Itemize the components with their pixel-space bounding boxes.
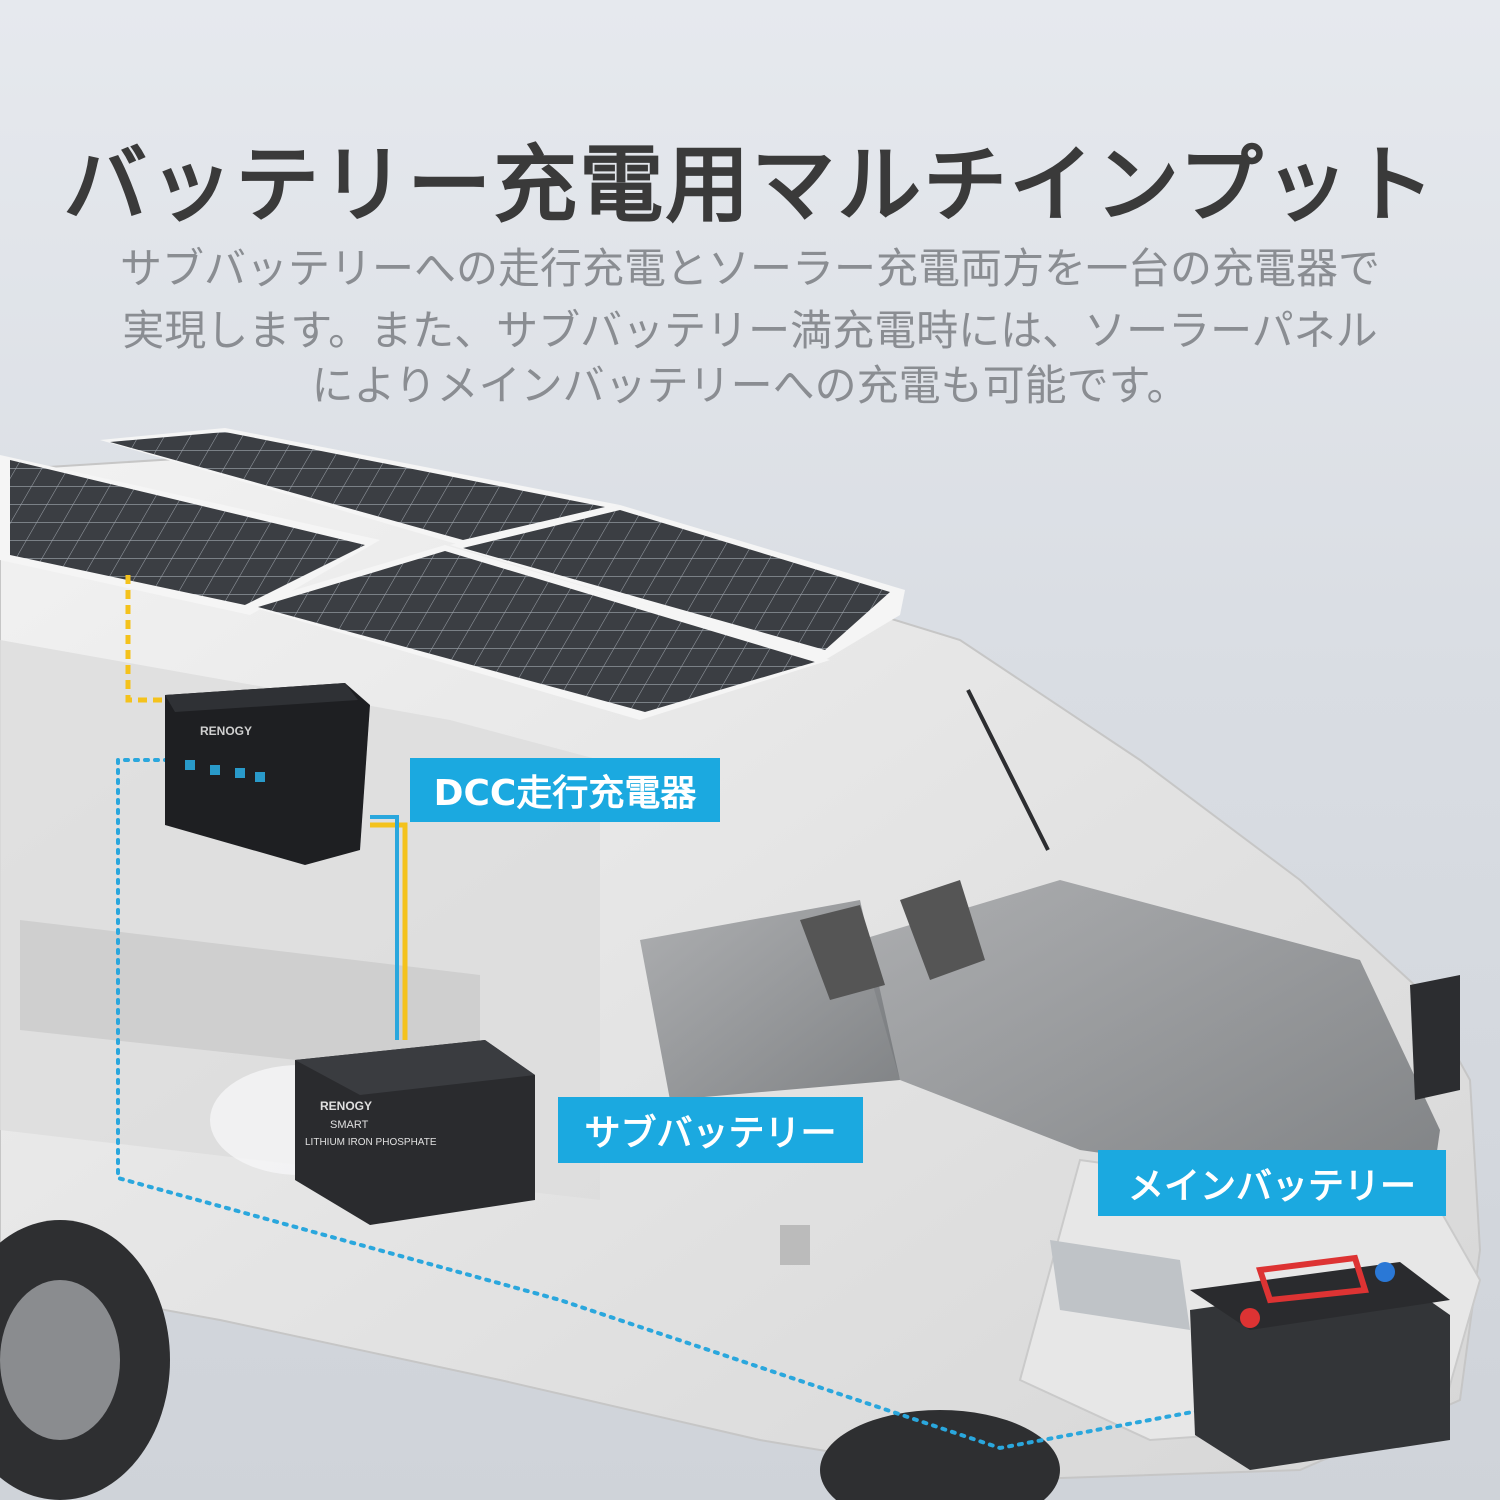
solar-panels: [0, 428, 905, 720]
page-title: バッテリー充電用マルチインプット: [63, 136, 1437, 234]
charger-wire-blue: [370, 815, 399, 1040]
charger-brand: RENOGY: [200, 724, 252, 738]
sub-battery-device: RENOGY SMART LITHIUM IRON PHOSPHATE: [210, 1040, 535, 1225]
label-main-battery: メインバッテリー: [1098, 1150, 1446, 1216]
battery-brand: RENOGY: [320, 1099, 372, 1113]
solar-wire: [125, 575, 408, 1040]
label-dcc-charger: DCC走行充電器: [410, 758, 720, 822]
description-line-3: によりメインバッテリーへの充電も可能です。: [311, 361, 1189, 410]
battery-chemistry: LITHIUM IRON PHOSPHATE: [305, 1137, 437, 1148]
battery-model: SMART: [330, 1119, 369, 1131]
label-sub-battery: サブバッテリー: [558, 1097, 863, 1163]
dcc-charger-device: RENOGY: [165, 683, 370, 865]
windshield: [860, 880, 1440, 1200]
main-battery-device: [1190, 1254, 1450, 1470]
description-line-2: 実現します。また、サブバッテリー満充電時には、ソーラーパネル: [122, 306, 1378, 355]
description-line-1: サブバッテリーへの走行充電とソーラー充電両方を一台の充電器で: [119, 244, 1380, 293]
